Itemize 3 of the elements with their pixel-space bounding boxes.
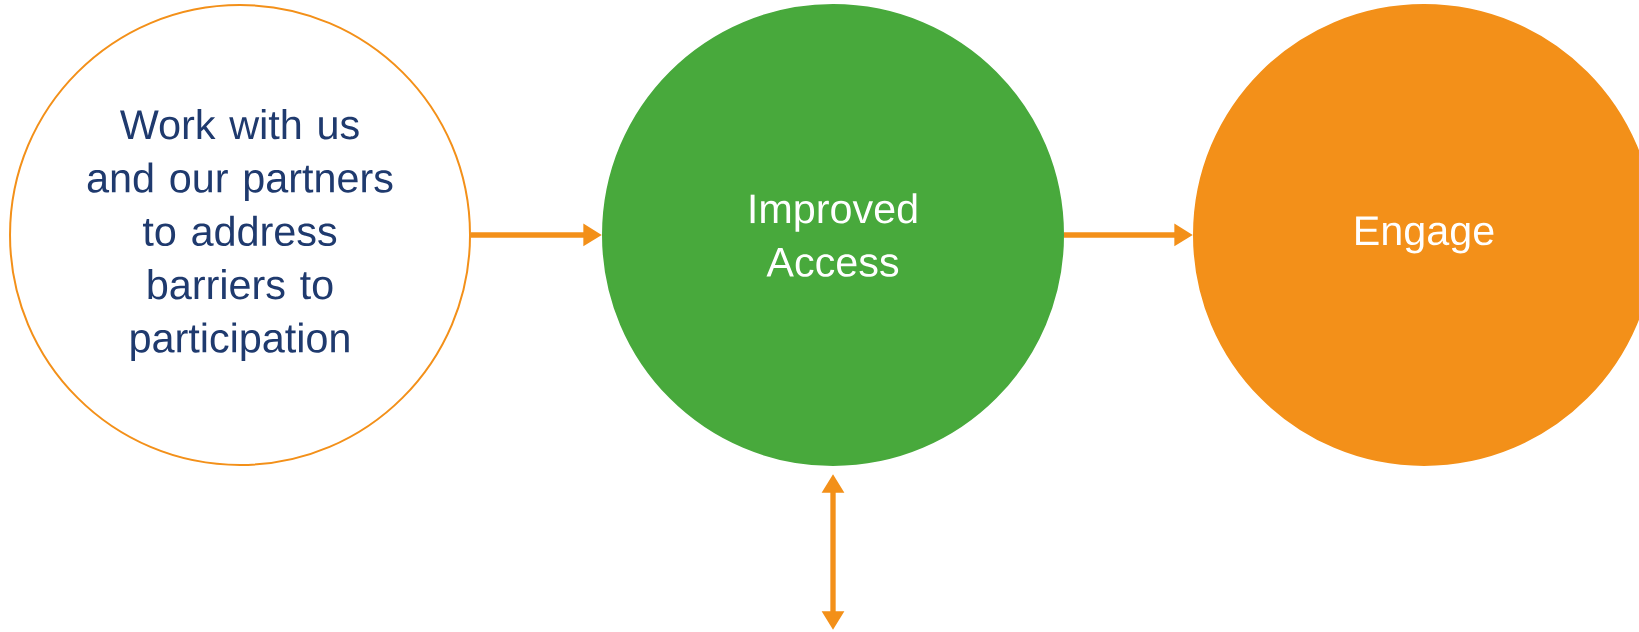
circle-node: Improved Access bbox=[602, 4, 1064, 466]
circle-node: Engage bbox=[1193, 4, 1639, 466]
circle-node: Work with us and our partners to address barriers to participation bbox=[9, 4, 471, 466]
